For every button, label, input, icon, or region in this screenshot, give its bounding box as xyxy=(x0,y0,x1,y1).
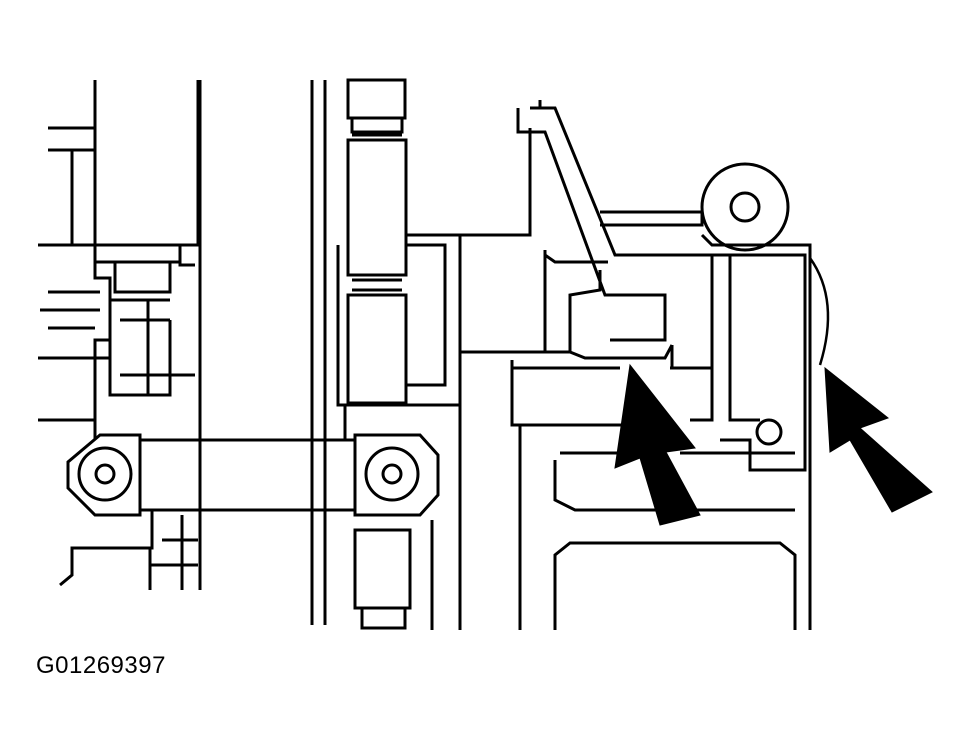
arrow-pointer-icon xyxy=(824,366,933,513)
arrow-pointer-icon xyxy=(614,363,701,526)
center-shaft-column xyxy=(310,78,532,630)
left-bracket-assembly xyxy=(38,80,202,590)
figure-id-label: G01269397 xyxy=(36,652,166,679)
right-housing xyxy=(460,250,830,630)
link-bar-assembly xyxy=(66,405,462,530)
lever-arm xyxy=(516,100,812,342)
callout-arrows xyxy=(614,363,933,526)
